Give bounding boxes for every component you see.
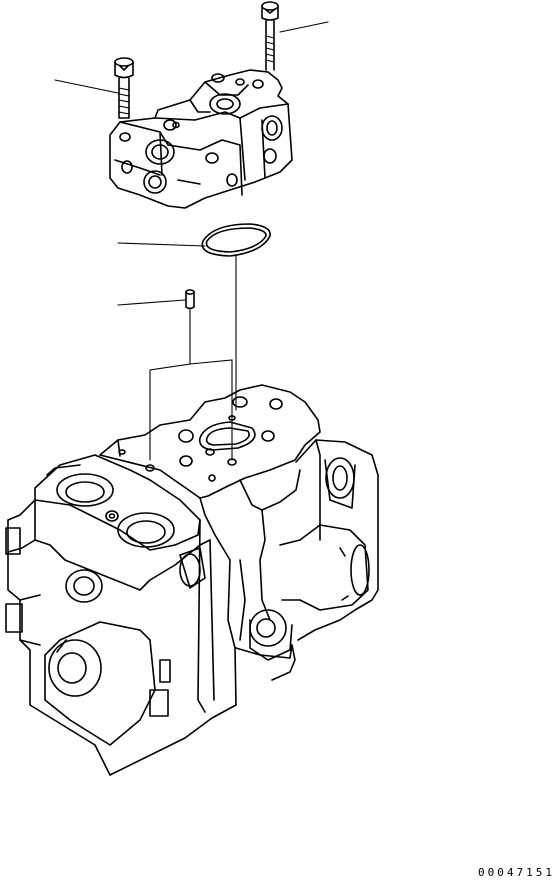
leader-bolt-right <box>279 21 329 33</box>
drawing-number: 00047151 <box>478 866 555 879</box>
leader-o-ring <box>117 242 206 247</box>
leader-bolt-left <box>54 79 119 94</box>
assembly-guide-lines <box>149 255 237 461</box>
callout-leaders <box>54 21 329 306</box>
leader-dowel-pin <box>117 299 186 306</box>
bolt-right <box>261 1 279 71</box>
bolt-left <box>114 57 134 119</box>
o-ring <box>201 223 271 257</box>
pump-body <box>5 384 379 776</box>
valve-block <box>109 69 293 209</box>
dowel-pin <box>185 289 195 310</box>
